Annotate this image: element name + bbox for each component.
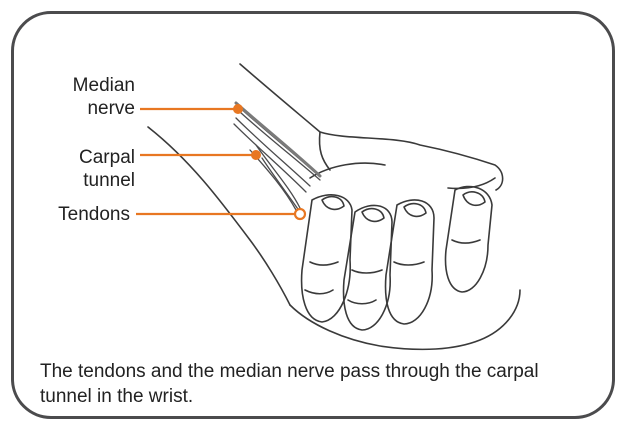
forearm-upper-edge: [240, 64, 503, 190]
label-median-nerve: Median nerve: [40, 74, 135, 120]
nail-2: [362, 209, 384, 222]
nail-3: [404, 204, 426, 217]
palm-outline: [290, 290, 520, 349]
tendons-marker: [295, 209, 305, 219]
carpal-tunnel-marker: [251, 150, 261, 160]
label-median-nerve-line2: nerve: [40, 97, 135, 120]
caption: The tendons and the median nerve pass th…: [40, 359, 580, 409]
median-nerve-marker: [233, 104, 243, 114]
label-carpal-tunnel-line1: Carpal: [40, 146, 135, 169]
forearm-lower-edge: [148, 127, 290, 305]
finger-3: [386, 200, 434, 324]
nail-1: [322, 197, 344, 210]
label-tendons: Tendons: [30, 203, 130, 226]
label-carpal-tunnel-line2: tunnel: [40, 169, 135, 192]
label-tendons-text: Tendons: [30, 203, 130, 226]
label-carpal-tunnel: Carpal tunnel: [40, 146, 135, 192]
label-median-nerve-line1: Median: [40, 74, 135, 97]
nail-4: [463, 192, 485, 205]
